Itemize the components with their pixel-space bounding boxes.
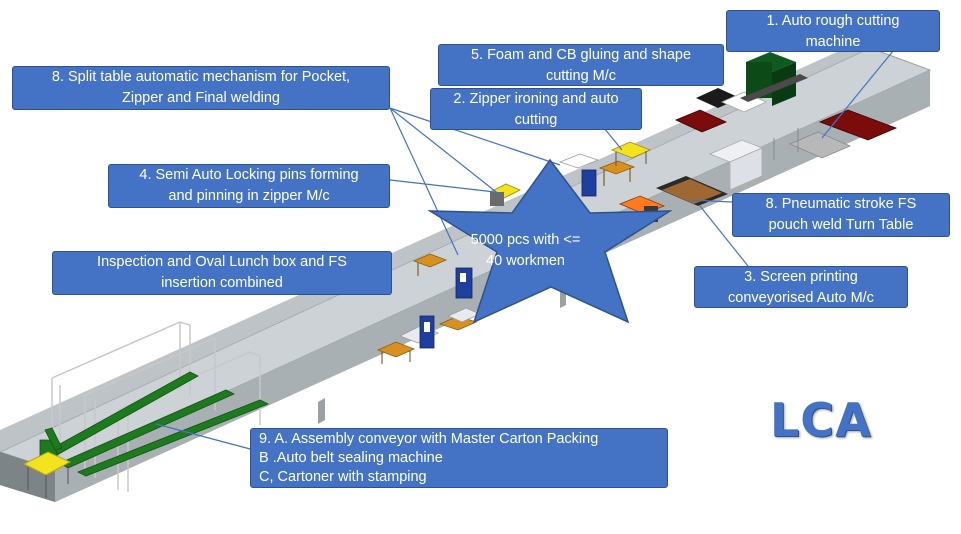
machine-cluster-right [675,52,898,191]
callout-line: conveyorised Auto M/c [728,290,874,306]
callout-line: and pinning in zipper M/c [168,188,330,204]
callout-assembly-conveyor: 9. A. Assembly conveyor with Master Cart… [250,428,668,488]
star-line-1: 5000 pcs with <= [470,232,581,248]
callout-inspection: Inspection and Oval Lunch box and FS ins… [52,251,392,295]
callout-line: 8. Pneumatic stroke FS [765,196,917,212]
inspection-area [376,253,481,364]
callout-screen-printing: 3. Screen printing conveyorised Auto M/c [694,266,908,308]
callout-line: machine [805,34,861,50]
callout-pneumatic-turn-table: 8. Pneumatic stroke FS pouch weld Turn T… [732,193,950,237]
callout-leader-lines [155,50,894,451]
callout-line: 2. Zipper ironing and auto [453,91,619,107]
lca-logo-text: LCA [770,393,872,447]
callout-line: 8. Split table automatic mechanism for P… [51,69,351,85]
callout-line: insertion combined [161,275,283,291]
callout-line: 4. Semi Auto Locking pins forming [139,167,359,183]
callout-locking-pins: 4. Semi Auto Locking pins forming and pi… [108,164,390,208]
callout-line: 5. Foam and CB gluing and shape [470,47,692,63]
callout-line: C, Cartoner with stamping [259,469,427,485]
callout-auto-rough-cutting: 1. Auto rough cutting machine [726,10,940,52]
callout-foam-cb-gluing: 5. Foam and CB gluing and shape cutting … [438,44,724,86]
callout-split-table: 8. Split table automatic mechanism for P… [12,66,390,110]
callout-line: 1. Auto rough cutting [766,13,900,29]
callout-line: cutting [514,112,558,128]
green-conveyor-belts [39,371,269,477]
callout-line: Zipper and Final welding [122,90,280,106]
star-label: 5000 pcs with <= 40 workmen [463,230,588,272]
productivity-star [427,158,673,324]
callout-line: 3. Screen printing [744,269,858,285]
yellow-table-left [22,451,72,498]
callout-zipper-ironing: 2. Zipper ironing and auto cutting [430,88,642,130]
callout-line: B .Auto belt sealing machine [259,450,443,466]
callout-line: pouch weld Turn Table [768,217,914,233]
callout-line: 9. A. Assembly conveyor with Master Cart… [259,431,599,447]
star-line-2: 40 workmen [486,253,565,269]
callout-line: Inspection and Oval Lunch box and FS [97,254,347,270]
callout-line: cutting M/c [545,68,617,84]
